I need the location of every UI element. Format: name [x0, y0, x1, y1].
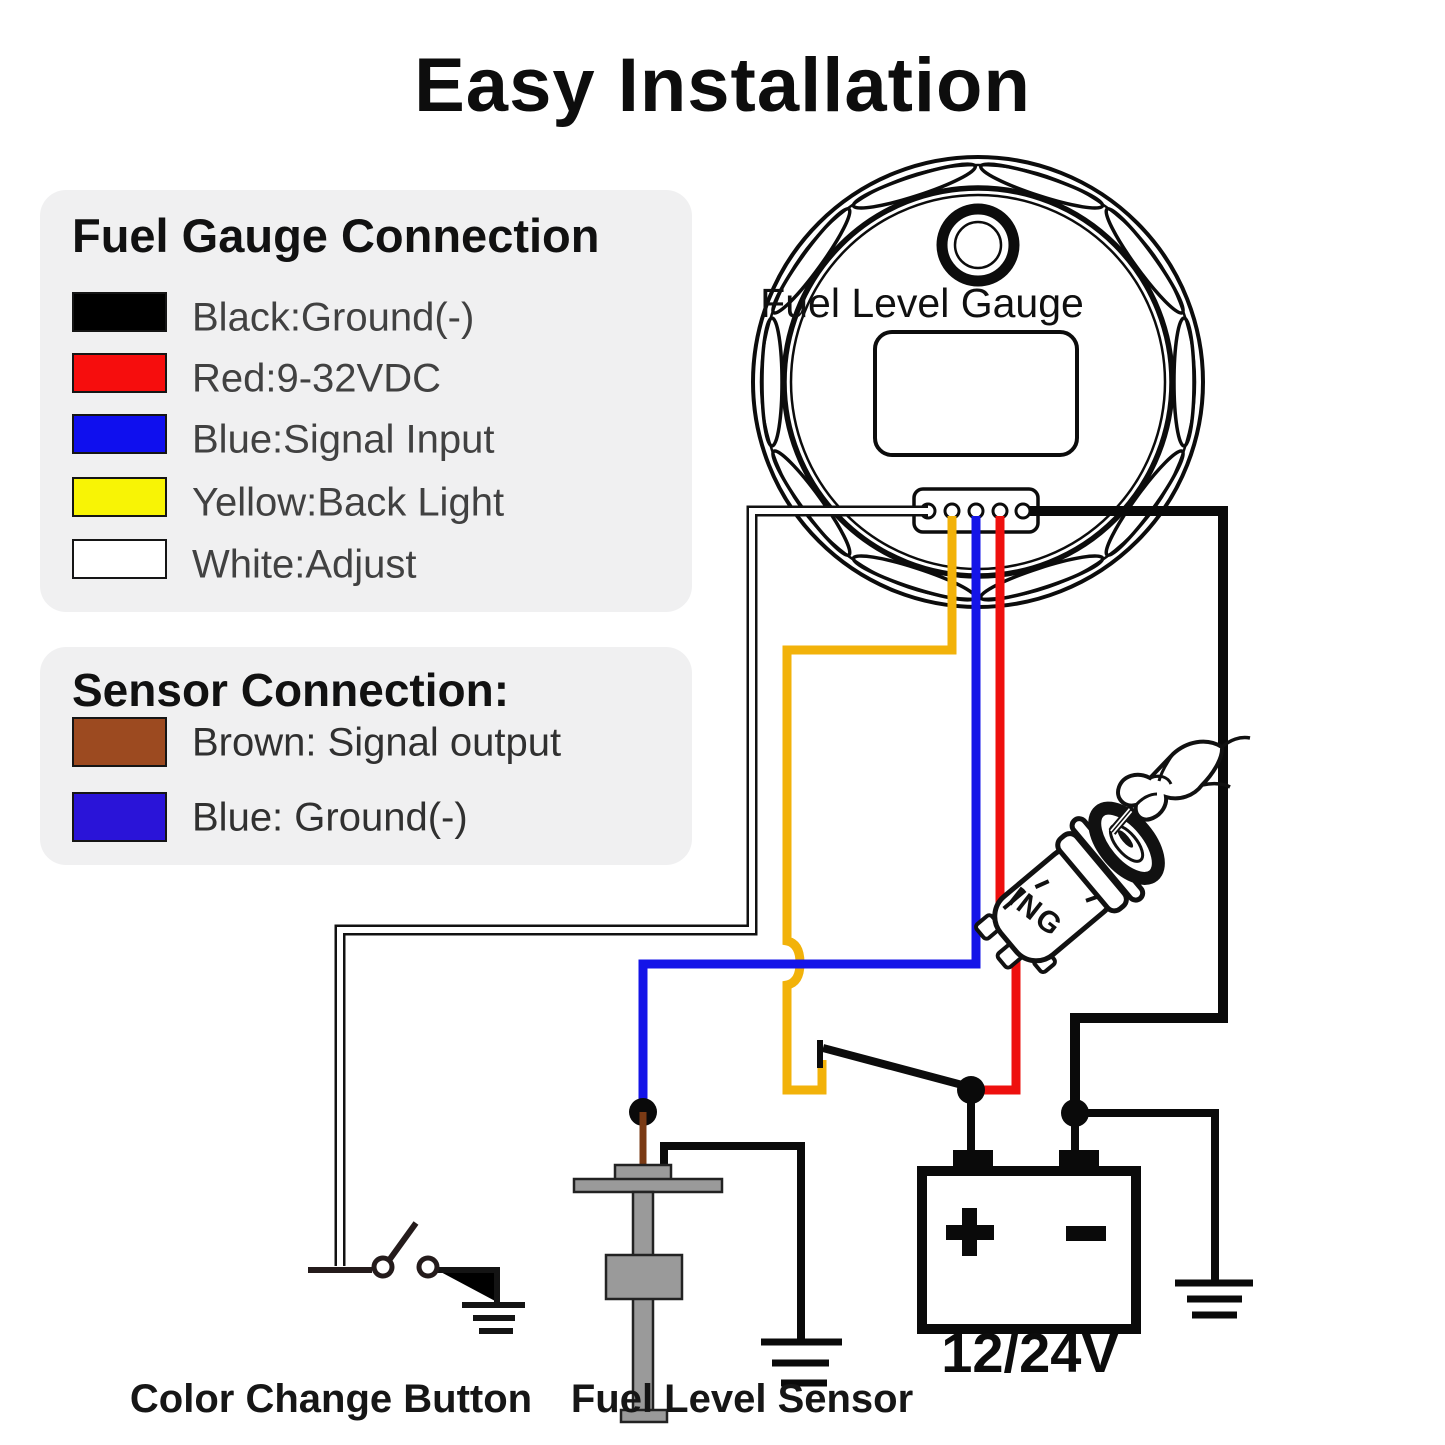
blue-wire — [638, 516, 981, 1108]
gauge-display — [873, 330, 1079, 457]
black-wire-gauge — [1030, 506, 1228, 1113]
white-wire — [337, 508, 928, 1266]
blue-wire-swatch — [72, 414, 167, 454]
battery-voltage-label: 12/24V — [941, 1321, 1119, 1384]
fuel-level-sensor-label: Fuel Level Sensor — [571, 1377, 913, 1421]
black-wire-swatch — [72, 292, 167, 332]
ground-symbol-battery — [1175, 1279, 1253, 1319]
white-wire-outline — [334, 505, 928, 1266]
color-change-button — [308, 1221, 440, 1279]
fuel-level-sensor-drawing — [572, 1163, 724, 1424]
brown-wire-swatch — [72, 717, 167, 767]
junction-dot-battery-minus — [1061, 1099, 1089, 1127]
battery-plus-symbol — [946, 1208, 994, 1256]
fuel-gauge-connection-legend: Fuel Gauge Connection Black:Ground(-) Re… — [40, 190, 692, 612]
power-switch — [817, 1040, 968, 1090]
legend-label: Black:Ground(-) — [192, 295, 475, 340]
legend-label: White:Adjust — [192, 542, 417, 587]
sensor-connection-legend: Sensor Connection: Brown: Signal output … — [40, 647, 692, 865]
yellow-wire-swatch — [72, 477, 167, 517]
legend-row-sensor-blue: Blue: Ground(-) — [40, 792, 692, 844]
sensor-blue-wire-swatch — [72, 792, 167, 842]
legend-label: Blue: Ground(-) — [192, 795, 468, 840]
white-wire-swatch — [72, 539, 167, 579]
fuel-gauge-legend-title: Fuel Gauge Connection — [72, 209, 600, 262]
legend-label: Red:9-32VDC — [192, 356, 442, 401]
legend-row-brown: Brown: Signal output — [40, 717, 692, 769]
legend-row-yellow: Yellow:Back Light — [40, 477, 692, 529]
ground-symbol-sensor — [761, 1338, 842, 1387]
red-wire-swatch — [72, 353, 167, 393]
legend-row-black: Black:Ground(-) — [40, 292, 692, 344]
legend-label: Brown: Signal output — [192, 720, 562, 765]
fuel-gauge-drawing — [751, 155, 1205, 609]
gauge-button — [936, 203, 1020, 287]
color-change-button-label: Color Change Button — [130, 1377, 532, 1421]
page-title: Easy Installation — [414, 43, 1031, 128]
sensor-legend-title: Sensor Connection: — [72, 664, 510, 716]
black-wire-sensor-ground — [660, 1142, 805, 1340]
ignition-switch-drawing — [974, 735, 1251, 975]
battery — [917, 1150, 1141, 1334]
legend-label: Blue:Signal Input — [192, 417, 495, 462]
hand-illustration — [1116, 735, 1251, 822]
legend-row-blue: Blue:Signal Input — [40, 414, 692, 466]
legend-label: Yellow:Back Light — [192, 480, 505, 525]
legend-row-white: White:Adjust — [40, 539, 692, 591]
ground-symbol-button — [437, 1267, 525, 1334]
battery-minus-symbol — [1066, 1226, 1106, 1241]
red-wire-ignition — [978, 956, 1021, 1095]
gauge-label: Fuel Level Gauge — [760, 280, 1084, 326]
legend-row-red: Red:9-32VDC — [40, 353, 692, 405]
